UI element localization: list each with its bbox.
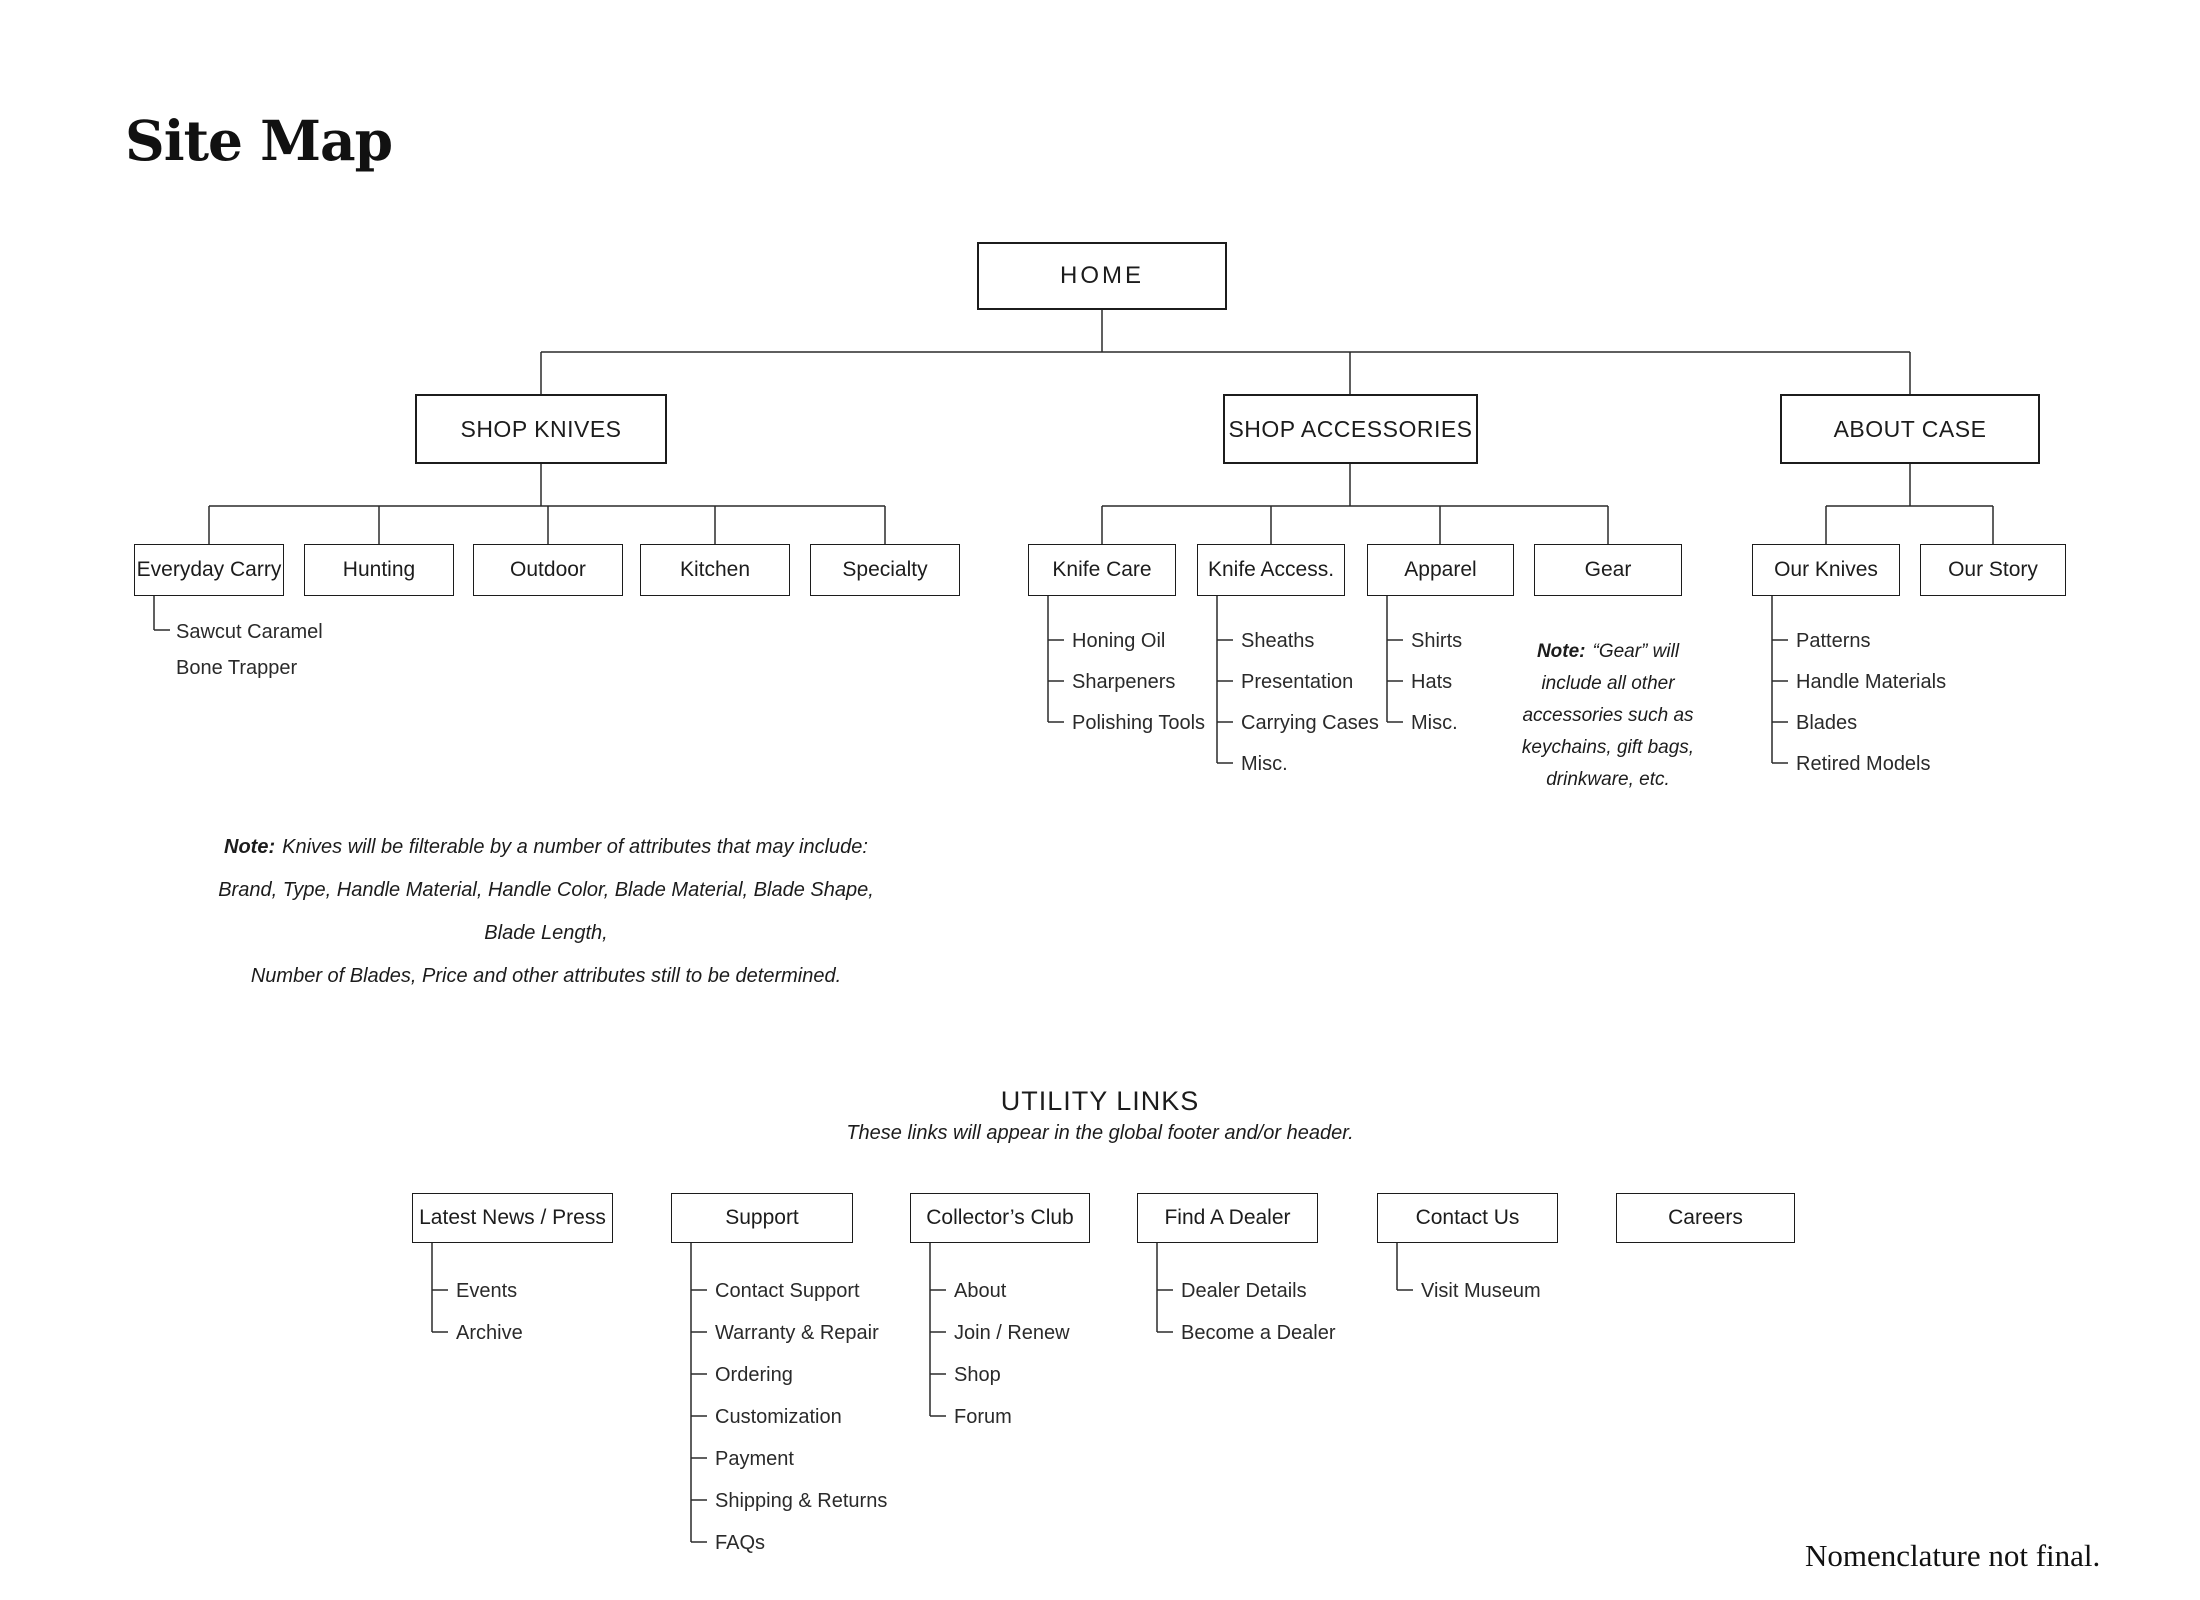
node-collectors-club: Collector’s Club: [910, 1193, 1090, 1243]
latest-news-stem-connector: [431, 1243, 448, 1333]
leaf-contact-support: Contact Support: [715, 1280, 860, 1302]
node-home: HOME: [977, 242, 1227, 310]
note-line: keychains, gift bags,: [1521, 737, 1695, 758]
node-outdoor: Outdoor: [473, 544, 623, 596]
leaf-customization: Customization: [715, 1406, 842, 1428]
node-contact-us: Contact Us: [1377, 1193, 1558, 1243]
leaf-honing-oil: Honing Oil: [1072, 630, 1166, 652]
leaf-retired-models: Retired Models: [1796, 753, 1931, 775]
node-shop-accessories: SHOP ACCESSORIES: [1223, 394, 1478, 464]
everyday-carry-stem-connector: [153, 596, 170, 631]
leaf-hats: Hats: [1411, 671, 1453, 693]
utility-links-subheading: These links will appear in the global fo…: [846, 1122, 1354, 1144]
home-bus-connector: [540, 310, 1911, 394]
note-line: accessories such as: [1522, 705, 1694, 726]
node-latest-news-press: Latest News / Press: [412, 1193, 613, 1243]
leaf-club-shop: Shop: [954, 1364, 1001, 1386]
leaf-carrying-cases: Carrying Cases: [1241, 712, 1379, 734]
leaf-shirts: Shirts: [1411, 630, 1463, 652]
note-line: drinkware, etc.: [1546, 769, 1670, 790]
note-line: Note:Knives will be filterable by a numb…: [224, 836, 868, 858]
utility-links-heading: UTILITY LINKS: [1000, 1086, 1200, 1116]
apparel-stem-connector: [1386, 596, 1403, 723]
note-label: Note:: [1536, 641, 1586, 662]
node-knife-care: Knife Care: [1028, 544, 1176, 596]
support-stem-connector: [690, 1243, 707, 1543]
node-gear: Gear: [1534, 544, 1682, 596]
leaf-line: Sawcut Caramel: [176, 621, 323, 643]
leaf-apparel-misc: Misc.: [1411, 712, 1458, 734]
shop-knives-bus-connector: [208, 464, 886, 544]
leaf-shipping-returns: Shipping & Returns: [715, 1490, 888, 1512]
node-our-story: Our Story: [1920, 544, 2066, 596]
leaf-payment: Payment: [715, 1448, 794, 1470]
node-hunting: Hunting: [304, 544, 454, 596]
leaf-presentation: Presentation: [1241, 671, 1354, 693]
note-line: Brand, Type, Handle Material, Handle Col…: [218, 879, 874, 944]
knives-filter-note: Note:Knives will be filterable by a numb…: [216, 826, 876, 998]
note-label: Note:: [224, 836, 276, 858]
leaf-archive: Archive: [456, 1322, 523, 1344]
leaf-club-about: About: [954, 1280, 1007, 1302]
node-support: Support: [671, 1193, 853, 1243]
leaf-ordering: Ordering: [715, 1364, 793, 1386]
collectors-club-stem-connector: [929, 1243, 946, 1417]
node-careers: Careers: [1616, 1193, 1795, 1243]
leaf-warranty-repair: Warranty & Repair: [715, 1322, 879, 1344]
leaf-patterns: Patterns: [1796, 630, 1871, 652]
node-kitchen: Kitchen: [640, 544, 790, 596]
node-apparel: Apparel: [1367, 544, 1514, 596]
node-our-knives: Our Knives: [1752, 544, 1900, 596]
leaf-sheaths: Sheaths: [1241, 630, 1315, 652]
leaf-sharpeners: Sharpeners: [1072, 671, 1176, 693]
footnote: Nomenclature not final.: [1805, 1538, 2101, 1573]
knife-care-stem-connector: [1047, 596, 1064, 723]
leaf-sawcut-caramel-bone-trapper: Sawcut Caramel Bone Trapper: [176, 614, 323, 686]
leaf-forum: Forum: [954, 1406, 1012, 1428]
node-specialty: Specialty: [810, 544, 960, 596]
gear-note: Note:“Gear” will include all other acces…: [1494, 636, 1722, 796]
shop-accessories-bus-connector: [1101, 464, 1609, 544]
knife-access-stem-connector: [1216, 596, 1233, 764]
contact-us-stem-connector: [1396, 1243, 1413, 1291]
about-case-bus-connector: [1825, 464, 1994, 544]
note-line: Number of Blades, Price and other attrib…: [250, 965, 842, 987]
leaf-line: Bone Trapper: [176, 657, 298, 679]
node-knife-access: Knife Access.: [1197, 544, 1345, 596]
node-shop-knives: SHOP KNIVES: [415, 394, 667, 464]
find-a-dealer-stem-connector: [1156, 1243, 1173, 1333]
leaf-polishing-tools: Polishing Tools: [1072, 712, 1206, 734]
leaf-join-renew: Join / Renew: [954, 1322, 1070, 1344]
leaf-blades: Blades: [1796, 712, 1858, 734]
page-title: Site Map: [125, 108, 393, 173]
node-find-a-dealer: Find A Dealer: [1137, 1193, 1318, 1243]
node-about-case: ABOUT CASE: [1780, 394, 2040, 464]
our-knives-stem-connector: [1771, 596, 1788, 764]
leaf-dealer-details: Dealer Details: [1181, 1280, 1307, 1302]
leaf-faqs: FAQs: [715, 1532, 766, 1554]
note-line: include all other: [1541, 673, 1675, 694]
leaf-visit-museum: Visit Museum: [1421, 1280, 1541, 1302]
leaf-become-a-dealer: Become a Dealer: [1181, 1322, 1336, 1344]
node-everyday-carry: Everyday Carry: [134, 544, 284, 596]
leaf-handle-materials: Handle Materials: [1796, 671, 1947, 693]
note-line: Note:“Gear” will: [1536, 641, 1680, 662]
leaf-knife-access-misc: Misc.: [1241, 753, 1288, 775]
leaf-events: Events: [456, 1280, 518, 1302]
